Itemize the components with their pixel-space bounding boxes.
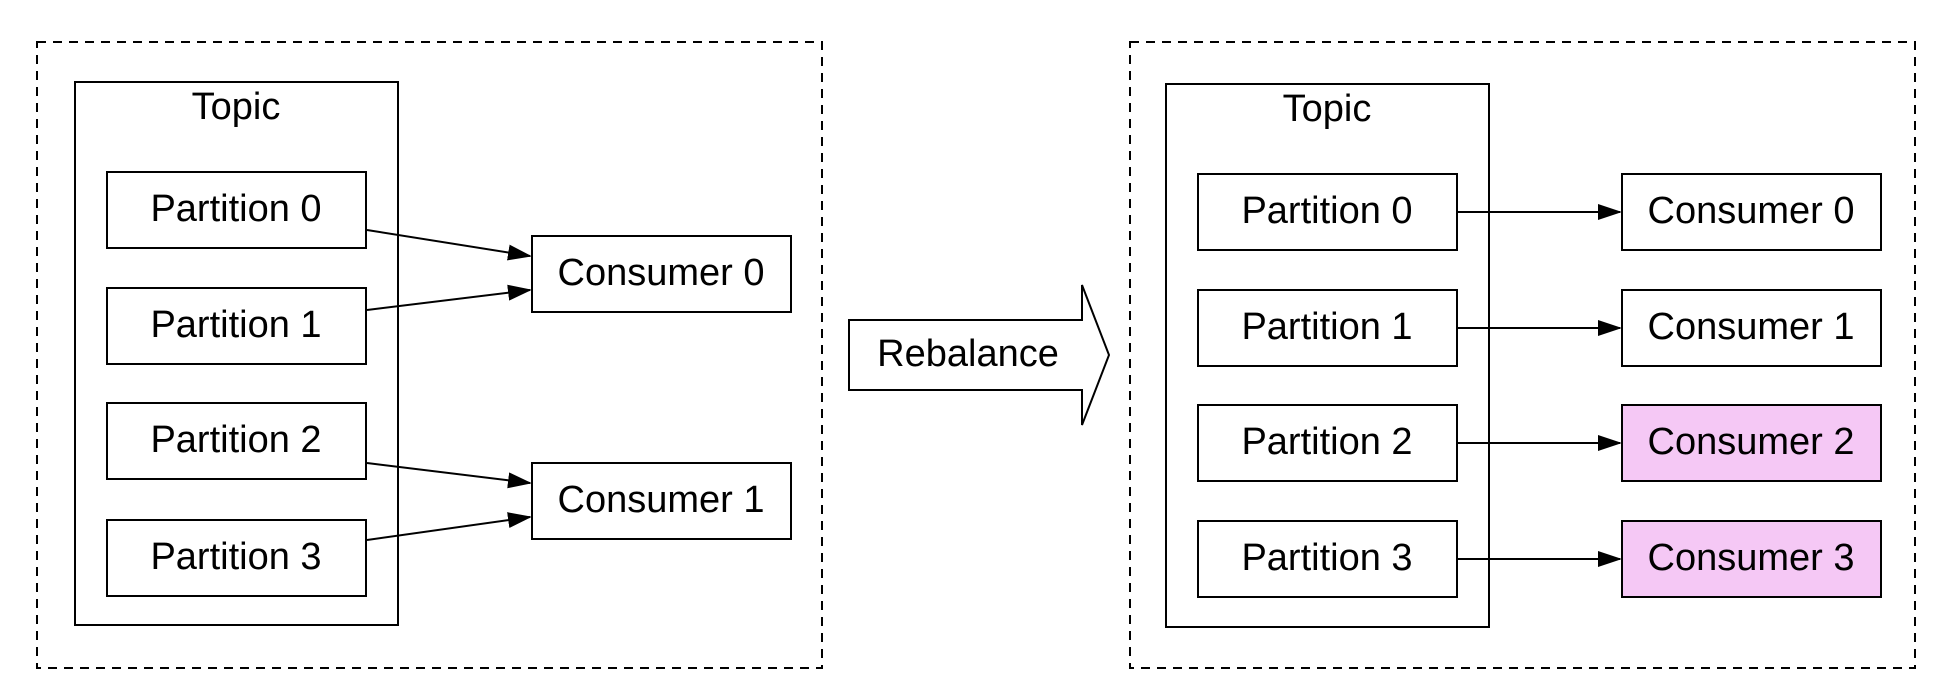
after-consumer-3-label: Consumer 3 xyxy=(1648,537,1855,579)
before-group-frame xyxy=(36,41,823,669)
before-consumer-1-box xyxy=(531,462,792,540)
before-partition-0-label: Partition 0 xyxy=(150,188,321,230)
rebalance-arrow-shape xyxy=(848,284,1111,426)
before-partition-3-label: Partition 3 xyxy=(150,536,321,578)
after-group-frame xyxy=(1129,41,1916,669)
after-partition-3-box xyxy=(1197,520,1458,598)
after-partition-1-label: Partition 1 xyxy=(1241,306,1412,348)
rebalance-label: Rebalance xyxy=(877,333,1059,375)
before-partition-2-label: Partition 2 xyxy=(150,419,321,461)
after-partition-3-label: Partition 3 xyxy=(1241,537,1412,579)
before-topic-label: Topic xyxy=(192,86,281,128)
after-consumer-0-label: Consumer 0 xyxy=(1648,190,1855,232)
after-partition-0-label: Partition 0 xyxy=(1241,190,1412,232)
after-consumer-1-box xyxy=(1621,289,1882,367)
before-arrow-p0-c0 xyxy=(366,229,532,261)
before-partition-1-box xyxy=(106,287,367,365)
after-consumer-2-box xyxy=(1621,404,1882,482)
before-partition-3-box xyxy=(106,519,367,597)
before-arrow-p1-c0 xyxy=(366,284,532,311)
after-consumer-0-box xyxy=(1621,173,1882,251)
before-partition-0-box xyxy=(106,171,367,249)
after-consumer-1-label: Consumer 1 xyxy=(1648,306,1855,348)
before-consumer-0-label: Consumer 0 xyxy=(558,252,765,294)
before-consumer-0-box xyxy=(531,235,792,313)
after-partition-2-box xyxy=(1197,404,1458,482)
after-partition-2-label: Partition 2 xyxy=(1241,421,1412,463)
before-consumer-1-label: Consumer 1 xyxy=(558,479,765,521)
after-partition-1-box xyxy=(1197,289,1458,367)
before-arrow-p2-c1 xyxy=(366,462,532,489)
after-topic-label: Topic xyxy=(1283,88,1372,130)
after-consumer-3-box xyxy=(1621,520,1882,598)
before-arrow-p3-c1 xyxy=(366,512,532,541)
after-partition-0-box xyxy=(1197,173,1458,251)
before-partition-2-box xyxy=(106,402,367,480)
before-partition-1-label: Partition 1 xyxy=(150,304,321,346)
after-consumer-2-label: Consumer 2 xyxy=(1648,421,1855,463)
